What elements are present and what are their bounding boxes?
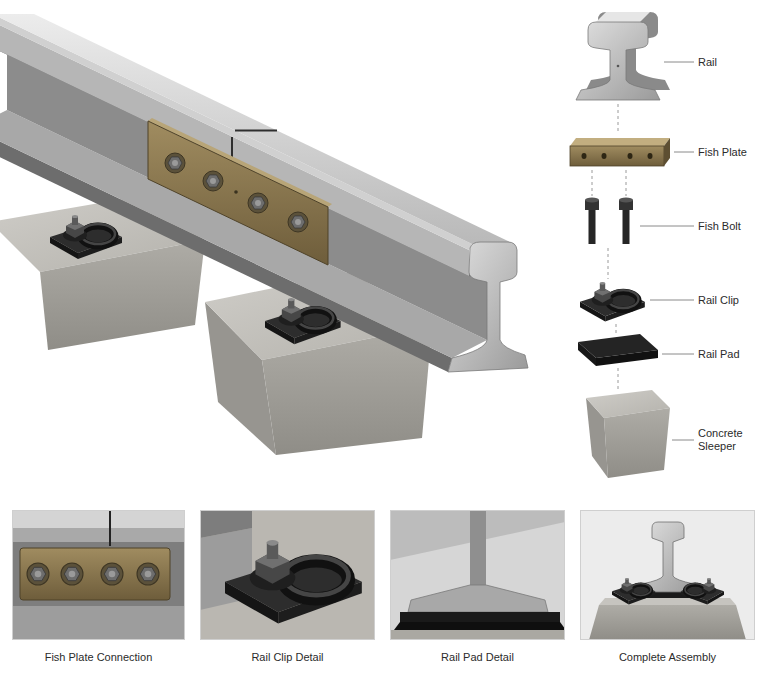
panel-caption: Rail Pad Detail	[390, 651, 565, 664]
part-label: Rail	[698, 56, 717, 69]
part-label: Rail Clip	[698, 294, 739, 307]
detail-panel	[12, 510, 185, 640]
detail-panel	[580, 510, 755, 640]
part-label: Fish Plate	[698, 146, 747, 159]
rail-body	[0, 14, 528, 372]
detail-panel	[390, 510, 565, 640]
exploded-rail	[576, 12, 670, 100]
exploded-fish-plate	[570, 138, 670, 166]
exploded-sleeper	[586, 390, 670, 478]
part-label: Fish Bolt	[698, 220, 741, 233]
part-label: Rail Pad	[698, 348, 740, 361]
panel-caption: Rail Clip Detail	[200, 651, 375, 664]
leader-lines	[640, 62, 694, 440]
rail-clip	[50, 215, 122, 259]
explode-guides	[592, 104, 626, 392]
detail-panel	[200, 510, 375, 640]
exploded-fish-bolts	[585, 198, 633, 245]
part-label: Concrete Sleeper	[698, 427, 762, 453]
panel-caption: Complete Assembly	[580, 651, 755, 664]
panel-borders	[13, 511, 755, 640]
exploded-rail-clip	[580, 282, 645, 322]
exploded-rail-pad	[578, 334, 658, 366]
rail-clip	[265, 298, 341, 344]
fish-plate	[148, 118, 332, 265]
panel-caption: Fish Plate Connection	[12, 651, 185, 664]
